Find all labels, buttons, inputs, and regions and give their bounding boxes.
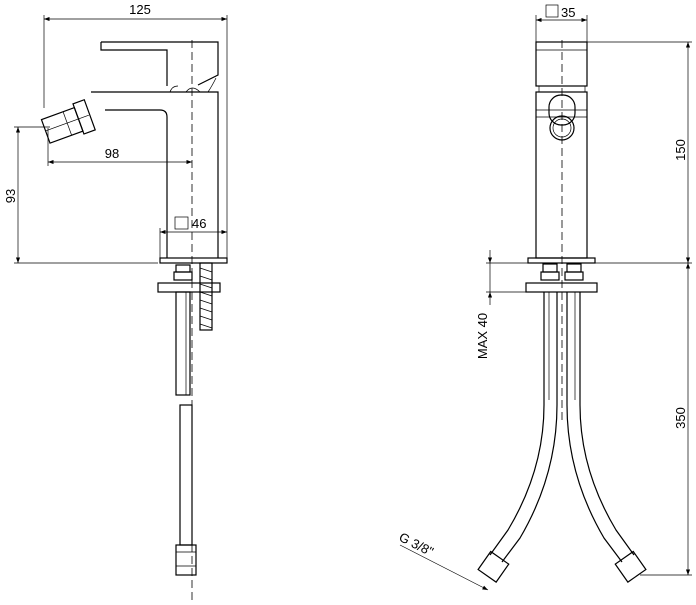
front-view: 35 MAX 40 [397, 4, 692, 591]
base-plate [159, 257, 228, 264]
thread-label: G 3/8" [397, 529, 437, 559]
spring-hose [199, 262, 213, 331]
dimension-label: 350 [673, 407, 688, 429]
nut [173, 271, 193, 281]
supply-pipe [175, 291, 191, 396]
dimension-label: 150 [673, 139, 688, 161]
side-view: 125 98 93 46 [3, 2, 228, 600]
flex-hose [179, 404, 193, 546]
lever-handle [100, 41, 219, 86]
dimension-350: 350 [640, 263, 692, 576]
spout-body [91, 91, 219, 258]
dimension-46: 46 [159, 216, 227, 258]
dimension-label: 35 [561, 5, 575, 20]
dimension-label: 46 [192, 216, 206, 231]
dimension-label: 93 [3, 189, 18, 203]
flex-hose-left [489, 292, 558, 563]
aerator [40, 99, 96, 144]
dimension-93: 93 [3, 126, 158, 264]
hose-nut-left [477, 550, 510, 583]
hose-nut [175, 544, 197, 576]
dimension-150: 150 [587, 41, 692, 264]
dimension-label: 125 [129, 2, 151, 17]
thread-callout: G 3/8" [397, 529, 489, 591]
dimension-max-40: MAX 40 [475, 250, 528, 359]
dimension-label: MAX 40 [475, 313, 490, 359]
square-symbol-icon [545, 4, 559, 18]
dimension-125: 125 [43, 2, 228, 262]
base-plate [527, 257, 596, 264]
mounting-plate [525, 282, 598, 293]
handle-cap [535, 41, 588, 87]
dimension-35: 35 [535, 4, 588, 42]
square-symbol-icon [174, 216, 189, 230]
hose-nut-right [614, 550, 647, 583]
dimension-label: 98 [105, 146, 119, 161]
dimension-98: 98 [47, 128, 192, 166]
nut [540, 271, 560, 281]
flex-hose-right [566, 292, 635, 563]
